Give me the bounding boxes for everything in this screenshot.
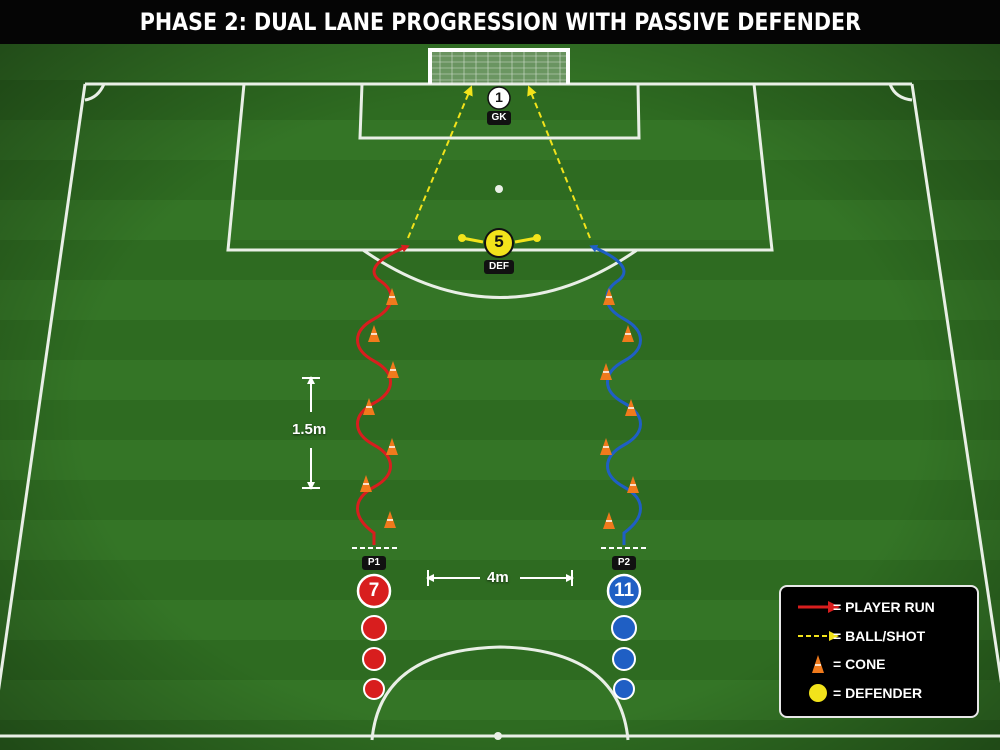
red-arrow-icon [798,601,840,613]
shot-paths [407,85,591,239]
cone-icon [386,288,398,305]
legend: = PLAYER RUN = BALL/SHOT = CONE = DEFEND… [779,585,979,718]
cone-icon [603,288,615,305]
lane-gap-label: 4m [487,569,509,586]
cone-icon [600,438,612,455]
legend-label: = DEFENDER [833,685,923,701]
player-7-token [356,573,392,609]
pitch-lines [0,82,1000,741]
cone-icon [384,511,396,528]
cone-icon [387,361,399,378]
cone-icon [603,512,615,529]
cone-icon [363,398,375,415]
player-11-token [606,573,642,609]
cone-icon [622,325,634,342]
shot-path-left [407,85,473,239]
player-run-blue [589,244,642,545]
goal [428,48,570,84]
defender-arms [458,234,541,244]
legend-row-cone: = CONE [781,653,977,675]
player-run-red [356,244,410,545]
shot-path-right [527,85,591,239]
legend-row-ball-shot: = BALL/SHOT [781,625,977,647]
red-queue-player [361,615,387,641]
legend-label: = CONE [833,656,886,672]
blue-queue-player [611,615,637,641]
goalkeeper-tag: GK [487,111,511,125]
cone-icon [627,476,639,493]
cone-icon [625,399,637,416]
blue-queue-player [613,678,635,700]
page-title: PHASE 2: DUAL LANE PROGRESSION WITH PASS… [139,8,861,36]
blue-queue-player [612,647,636,671]
defender-token [484,228,514,258]
cone-icon [600,363,612,380]
legend-label: = PLAYER RUN [833,599,935,615]
red-queue-player [362,647,386,671]
title-bar: PHASE 2: DUAL LANE PROGRESSION WITH PASS… [0,0,1000,44]
cones [360,288,639,529]
yellow-dashed-arrow-icon [798,631,839,641]
cone-spacing-label: 1.5m [292,421,327,438]
cone-icon [812,655,824,673]
defender-tag: DEF [484,260,514,274]
cone-icon [368,325,380,342]
measure-cone-spacing [302,376,320,490]
legend-row-player-run: = PLAYER RUN [781,596,977,618]
lane-tag-p1: P1 [362,556,386,570]
red-queue-player [363,678,385,700]
cone-icon [360,475,372,492]
yellow-circle-icon [809,684,827,702]
cone-icon [386,438,398,455]
lane-tag-p2: P2 [612,556,636,570]
measure-lane-gap [426,570,574,586]
goalkeeper-token [487,86,511,110]
legend-row-defender: = DEFENDER [781,682,977,704]
legend-label: = BALL/SHOT [833,628,926,644]
